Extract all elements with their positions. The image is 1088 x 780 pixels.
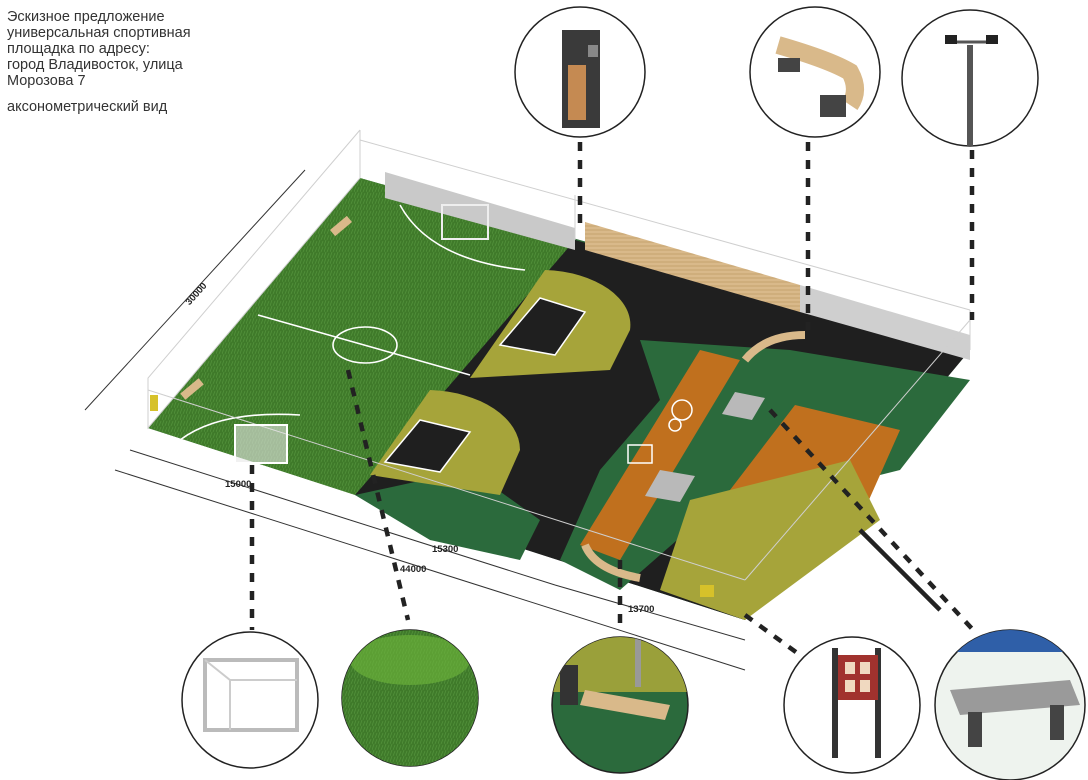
sign-left (150, 395, 158, 411)
title-block: Эскизное предложение универсальная спорт… (7, 9, 247, 115)
dimension-lines (84, 169, 746, 671)
back-wall-right (585, 222, 800, 312)
ping-pong-bottom (645, 470, 695, 502)
curved-bench-court (741, 331, 806, 363)
callout-ping-pong-table (934, 629, 1086, 780)
court-orange-path (580, 350, 740, 560)
callout-light-pole (901, 9, 1039, 147)
page-subtitle: аксонометрический вид (7, 99, 168, 115)
callout-info-board (783, 636, 921, 774)
leader-lines (249, 142, 977, 657)
back-wall (385, 172, 575, 250)
hopscotch (627, 399, 693, 464)
callout-artificial-grass (341, 629, 479, 767)
dim-30000: 30000 (184, 281, 210, 308)
three-sec-bottom (383, 419, 472, 473)
three-sec-top (498, 297, 587, 356)
dim-15300: 15300 (432, 544, 458, 555)
dim-13700: 13700 (628, 604, 654, 615)
callout-football-goal (181, 631, 319, 769)
field-lines (179, 204, 526, 441)
field (147, 129, 971, 620)
fence (147, 129, 971, 581)
back-wall-end (800, 285, 970, 360)
dim-44000: 44000 (400, 564, 426, 575)
dim-15000: 15000 (225, 479, 251, 490)
goal-top (441, 204, 489, 240)
sign-right (700, 585, 714, 597)
callout-trash-bin (514, 6, 646, 138)
court-olive-zone (660, 460, 880, 620)
callout-bench-with-bin (551, 636, 689, 774)
goal-bottom (234, 424, 288, 464)
curved-bench-bottom (581, 543, 641, 582)
bench-mid (180, 378, 204, 400)
callout-curved-bench (749, 6, 881, 138)
bench-left (330, 215, 352, 237)
ping-pong-top (722, 392, 765, 420)
page-title: Эскизное предложение универсальная спорт… (7, 9, 191, 89)
